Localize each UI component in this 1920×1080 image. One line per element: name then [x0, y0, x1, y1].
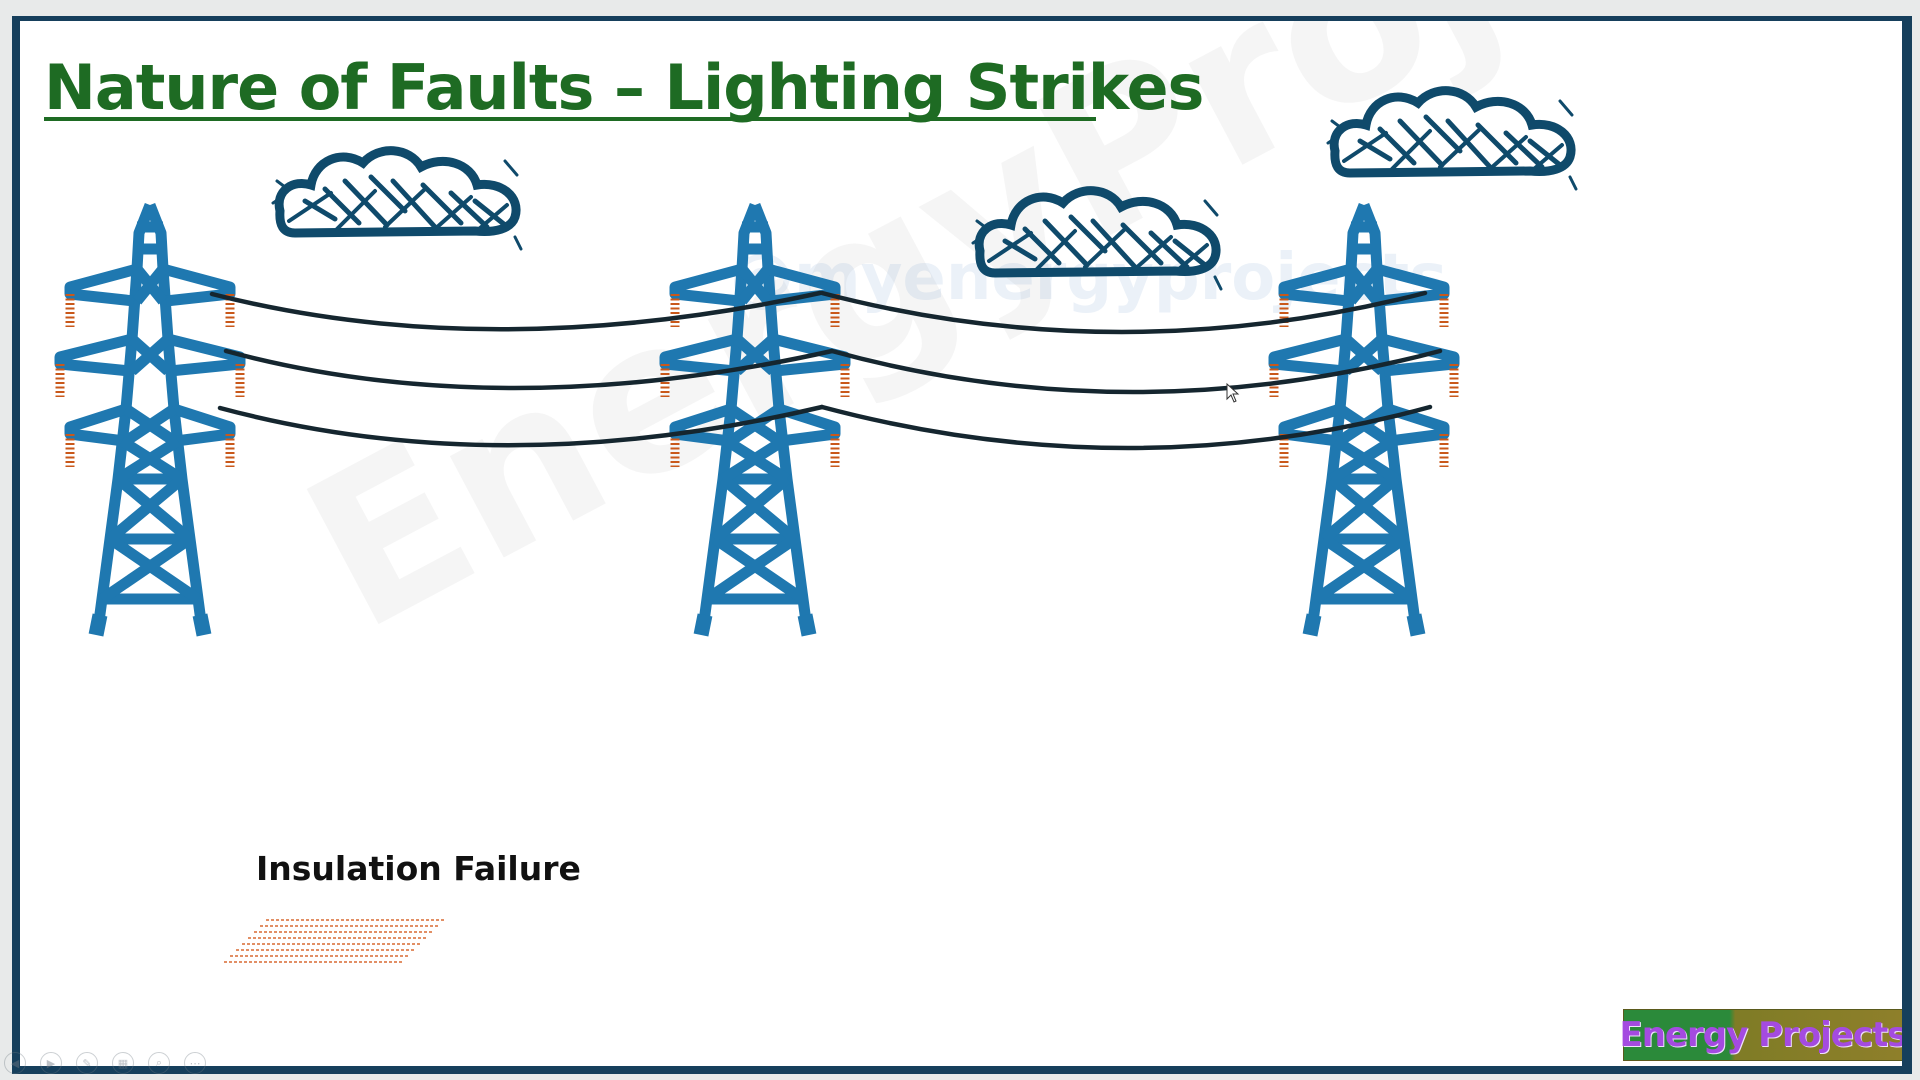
- conductor-line: [223, 348, 835, 391]
- pen-icon[interactable]: ✎: [76, 1052, 98, 1074]
- more-icon[interactable]: ⋯: [184, 1052, 206, 1074]
- insulation-failure-label: Insulation Failure: [256, 849, 581, 888]
- prev-icon[interactable]: ◀: [4, 1052, 26, 1074]
- conductor-line: [819, 404, 1433, 451]
- slides-icon[interactable]: ▦: [112, 1052, 134, 1074]
- logo-text: Energy Projects: [1619, 1015, 1907, 1055]
- next-icon[interactable]: ▶: [40, 1052, 62, 1074]
- title-underline: [44, 117, 1096, 121]
- mouse-cursor-icon: [1226, 382, 1240, 403]
- conductor-line: [209, 290, 823, 332]
- conductor-line: [819, 290, 1428, 335]
- transmission-scene: [20, 21, 1902, 963]
- conductors: [209, 290, 1443, 451]
- energy-projects-logo: Energy Projects: [1620, 1009, 1902, 1061]
- conductor-line: [217, 404, 825, 448]
- slide-title: Nature of Faults – Lighting Strikes: [44, 51, 1204, 124]
- cloud-icon: [273, 151, 521, 249]
- slideshow-nav-controls: ◀ ▶ ✎ ▦ ⌕ ⋯: [4, 1052, 206, 1074]
- slide-canvas: EnergyProjects @myenergyprojects Nature …: [12, 16, 1912, 1074]
- cloud-icon: [973, 191, 1221, 289]
- zoom-icon[interactable]: ⌕: [148, 1052, 170, 1074]
- tower-left-icon: [60, 205, 240, 635]
- tower-right-icon: [1274, 205, 1454, 635]
- cloud-icon: [1328, 91, 1576, 189]
- insulation-failure-hatch: [224, 919, 444, 963]
- conductor-line: [829, 348, 1443, 395]
